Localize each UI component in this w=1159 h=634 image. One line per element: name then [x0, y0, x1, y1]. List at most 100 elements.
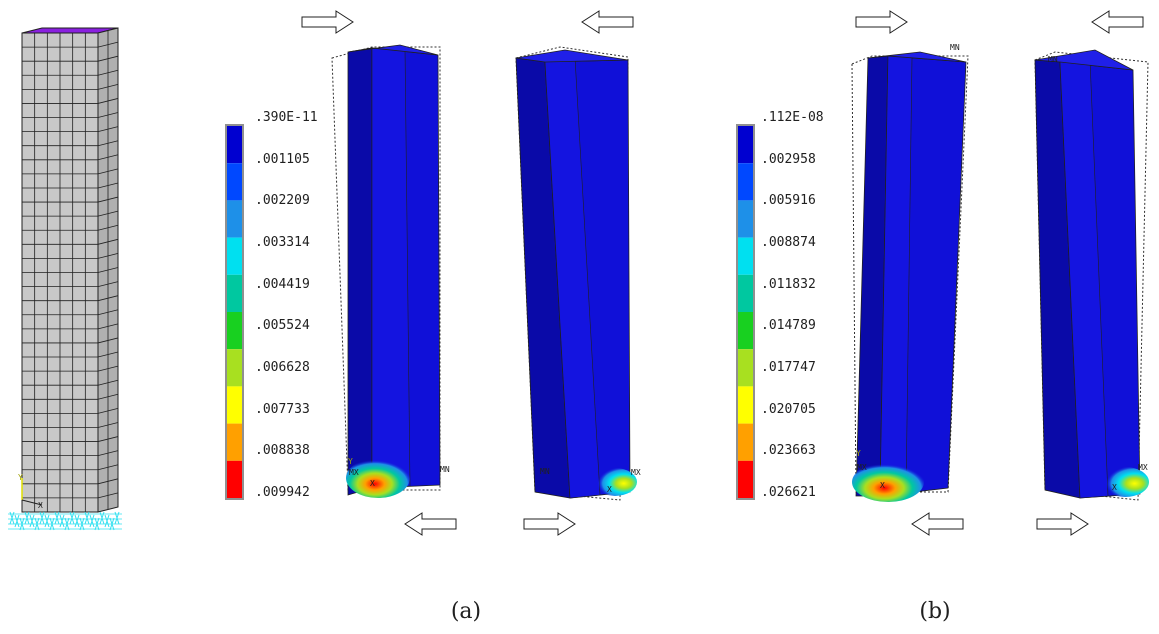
column-top-face: [515, 49, 629, 63]
boundary-support: [8, 511, 122, 531]
axis-label-y: Y: [348, 457, 353, 466]
column-top-face: [1034, 49, 1134, 71]
mesh-grid-lines: [22, 30, 119, 512]
legend-b-value-8: .023663: [761, 443, 816, 458]
legend-b-value-2: .005916: [761, 193, 816, 208]
stress-hotspot: [346, 458, 410, 498]
legend-a-swatch-1: [227, 163, 242, 201]
label-mn: MN: [440, 465, 450, 474]
legend-a-value-6: .006628: [255, 360, 310, 375]
legend-b-swatch-1: [738, 163, 753, 201]
axis-label-x: X: [38, 501, 43, 510]
label-mn: MN: [1048, 55, 1058, 64]
legend-a-swatch-6: [227, 349, 242, 387]
stress-hotspot: [1101, 467, 1149, 497]
legend-a-swatch-2: [227, 200, 242, 238]
legend-a-swatch-5: [227, 312, 242, 350]
mesh-axis-triad: Y X: [18, 473, 43, 510]
column-b-right: MN MX X: [1034, 49, 1149, 501]
label-mn: MN: [540, 467, 550, 476]
mesh-model: Y X: [8, 27, 122, 531]
legend-b-swatch-3: [738, 237, 753, 275]
legend-a-swatch-9: [227, 460, 242, 498]
legend-b-value-0: .112E-08: [761, 110, 824, 125]
support-stroke: [44, 514, 50, 528]
column-a-right: MN MX X: [515, 46, 641, 501]
legend-b-swatch-0: [738, 126, 753, 164]
load-arrow-top-right: [301, 10, 354, 34]
legend-a-value-0: .390E-11: [255, 110, 318, 125]
support-stroke: [89, 514, 95, 528]
label-mx: MX: [857, 463, 867, 472]
column-b-left: MN MX Y X: [851, 43, 969, 502]
undeformed-outline: [331, 46, 441, 491]
support-stroke: [74, 514, 80, 528]
load-arrow-top-left: [581, 10, 634, 34]
legend-b-value-7: .020705: [761, 402, 816, 417]
support-stroke: [14, 514, 20, 528]
legend-a-swatch-7: [227, 386, 242, 424]
legend-a-swatch-3: [227, 237, 242, 275]
load-arrow-top-right: [855, 10, 908, 34]
column-a-left: MX MN Y X: [331, 44, 450, 498]
undeformed-outline: [515, 46, 629, 501]
legend-a-value-4: .004419: [255, 277, 310, 292]
legend-a-value-9: .009942: [255, 485, 310, 500]
panel-a: .390E-11 .001105 .002209 .003314 .004419…: [225, 10, 641, 624]
column-top-face: [347, 44, 439, 56]
label-mx: MX: [1138, 463, 1148, 472]
legend-b-value-4: .011832: [761, 277, 816, 292]
axis-label-y: Y: [856, 449, 861, 458]
legend-a-value-2: .002209: [255, 193, 310, 208]
axis-label-x: X: [880, 481, 885, 490]
axis-label-x: X: [1112, 483, 1117, 492]
stress-hotspot: [593, 468, 637, 496]
stress-hotspot: [852, 462, 924, 502]
column-inner-face: [371, 47, 411, 489]
label-mx: MX: [631, 468, 641, 477]
label-mn: MN: [950, 43, 960, 52]
legend-b-swatch-4: [738, 274, 753, 312]
column-side-face: [347, 47, 373, 496]
axis-label-x: X: [370, 479, 375, 488]
legend-a-value-3: .003314: [255, 235, 310, 250]
legend-a-swatch-0: [227, 126, 242, 164]
support-stroke: [104, 514, 110, 528]
legend-a-value-1: .001105: [255, 152, 310, 167]
axis-label-y: Y: [18, 473, 23, 482]
caption-b: (b): [919, 599, 950, 624]
legend-a-swatch-8: [227, 423, 242, 461]
legend-b-value-6: .017747: [761, 360, 816, 375]
legend-a-value-7: .007733: [255, 402, 310, 417]
legend-b-value-9: .026621: [761, 485, 816, 500]
legend-b-swatch-7: [738, 386, 753, 424]
load-arrow-bottom-right: [523, 512, 576, 536]
legend-b-value-3: .008874: [761, 235, 816, 250]
legend-a-value-5: .005524: [255, 318, 310, 333]
load-arrow-bottom-left: [911, 512, 964, 536]
panel-b: .112E-08 .002958 .005916 .008874 .011832…: [736, 10, 1149, 624]
legend-b-swatch-8: [738, 423, 753, 461]
legend-b-swatch-5: [738, 312, 753, 350]
legend-b-value-5: .014789: [761, 318, 816, 333]
legend-b-swatch-9: [738, 460, 753, 498]
undeformed-outline: [851, 55, 969, 493]
legend-a-swatch-4: [227, 274, 242, 312]
legend-b-value-1: .002958: [761, 152, 816, 167]
legend-a-value-8: .008838: [255, 443, 310, 458]
column-top-face: [867, 51, 967, 63]
legend-b-swatch-2: [738, 200, 753, 238]
load-arrow-top-left: [1091, 10, 1144, 34]
load-arrow-bottom-right: [1036, 512, 1089, 536]
undeformed-outline: [1034, 51, 1149, 501]
load-arrow-bottom-left: [404, 512, 457, 536]
caption-a: (a): [451, 599, 481, 624]
support-stroke: [59, 514, 65, 528]
legend-a: .390E-11 .001105 .002209 .003314 .004419…: [225, 110, 318, 500]
legend-b: .112E-08 .002958 .005916 .008874 .011832…: [736, 110, 824, 500]
axis-label-x: X: [607, 485, 612, 494]
legend-b-swatch-6: [738, 349, 753, 387]
support-stroke: [29, 514, 35, 528]
label-mx: MX: [349, 468, 359, 477]
